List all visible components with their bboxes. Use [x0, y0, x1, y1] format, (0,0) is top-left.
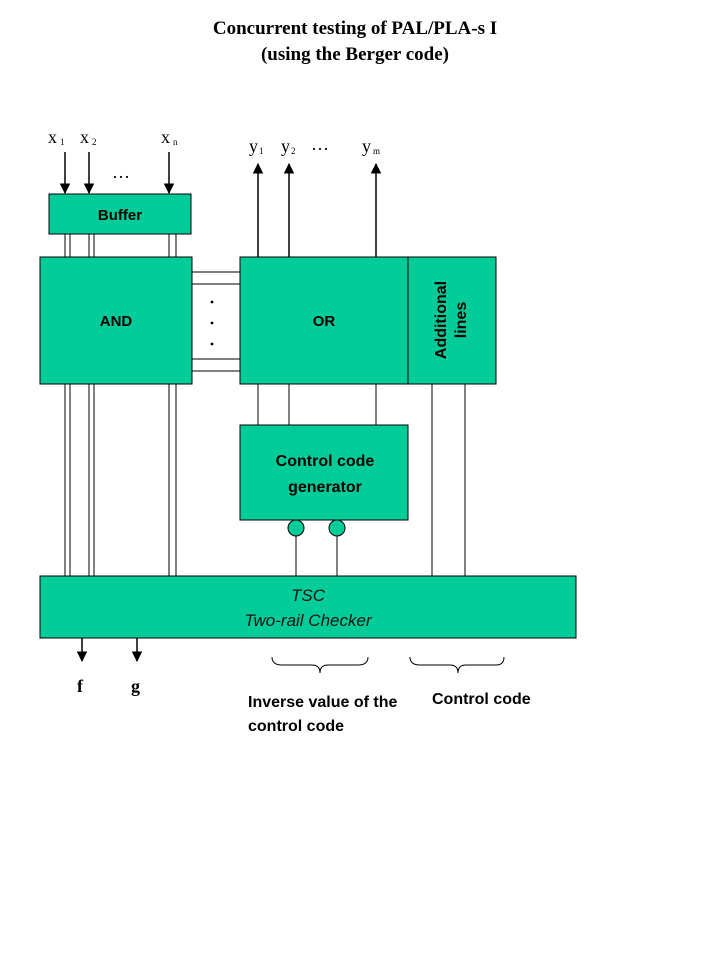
title-line-1: Concurrent testing of PAL/PLA-s I: [213, 18, 497, 39]
output-y1-subscript: 1: [259, 146, 264, 156]
output-y2-label: y: [281, 136, 290, 156]
title-line-2: (using the Berger code): [261, 44, 449, 65]
control-code-label: Control code: [432, 691, 531, 708]
inverse-label-line2: control code: [248, 718, 344, 735]
signal-f-label: f: [77, 676, 84, 696]
input-x1-label: x: [48, 127, 57, 147]
output-y2-subscript: 2: [291, 146, 296, 156]
output-arrows: [252, 162, 382, 257]
output-labels: y 1 y 2 … y m: [249, 134, 380, 156]
inverse-label-line1: Inverse value of the: [248, 694, 397, 711]
control-code-brace: [409, 656, 505, 674]
input-ellipsis: …: [112, 162, 130, 182]
control-code-generator-block: [239, 424, 409, 521]
input-labels: x 1 x 2 x n …: [48, 127, 178, 182]
signal-g-label: g: [131, 676, 140, 696]
or-block: [239, 256, 409, 385]
tsc-block: [39, 575, 577, 639]
additional-lines-label-line1: Additional: [433, 281, 450, 359]
and-to-tsc-lines: [64, 384, 177, 576]
additional-to-tsc-lines: [431, 384, 466, 576]
tsc-label-line2: Two-rail Checker: [244, 611, 373, 630]
and-block: [39, 256, 193, 385]
tsc-label-line1: TSC: [291, 586, 326, 605]
buffer-label: Buffer: [98, 207, 142, 224]
output-ym-label: y: [362, 136, 371, 156]
input-xn-label: x: [161, 127, 170, 147]
additional-lines-label: Additional lines: [433, 281, 470, 359]
input-arrows: [59, 152, 175, 195]
additional-lines-label-line2: lines: [453, 302, 470, 339]
ccg-to-tsc-lines: [295, 536, 338, 576]
or-to-ccg-lines: [257, 384, 377, 425]
and-or-vertical-dots: [210, 300, 214, 346]
ccg-label-line1: Control code: [276, 453, 375, 470]
inverter-bubble-1: [287, 519, 305, 537]
and-or-connections: [192, 271, 240, 372]
output-y1-label: y: [249, 136, 258, 156]
inverter-bubble-2: [328, 519, 346, 537]
output-ym-subscript: m: [373, 146, 380, 156]
output-ellipsis: …: [311, 134, 329, 154]
input-x2-label: x: [80, 127, 89, 147]
and-label: AND: [100, 313, 133, 330]
ccg-label-line2: generator: [288, 479, 362, 496]
additional-lines-block: [407, 256, 497, 385]
buffer-to-and-lines: [64, 234, 177, 257]
input-x1-subscript: 1: [60, 137, 65, 147]
input-xn-subscript: n: [173, 137, 178, 147]
or-label: OR: [313, 313, 336, 330]
fg-arrows: [76, 638, 143, 663]
input-x2-subscript: 2: [92, 137, 97, 147]
buffer-block: [48, 193, 192, 235]
inverse-brace: [271, 656, 369, 674]
